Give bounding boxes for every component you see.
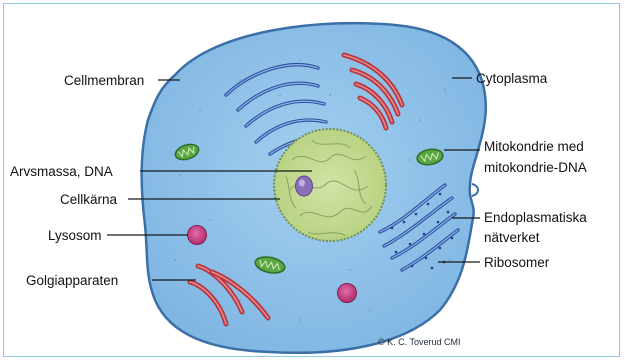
label-cellmembran: Cellmembran: [64, 73, 144, 88]
label-cytoplasma: Cytoplasma: [476, 71, 548, 86]
label-golgi: Golgiapparaten: [26, 273, 118, 288]
membrane-notch: [472, 184, 478, 196]
copyright-text: © K. C. Toverud CMI: [378, 337, 461, 347]
label-ribosomer: Ribosomer: [484, 255, 550, 270]
label-er-line1: Endoplasmatiska: [484, 210, 587, 225]
lysosome-bottom: [338, 284, 357, 303]
lysosome-left: [188, 226, 207, 245]
label-lysosom: Lysosom: [48, 228, 102, 243]
label-mitokondrie-line2: mitokondrie-DNA: [484, 160, 587, 175]
nucleus: [274, 129, 386, 241]
label-cellkarna: Cellkärna: [60, 192, 118, 207]
label-er-line2: nätverket: [484, 230, 540, 245]
label-mitokondrie-line1: Mitokondrie med: [484, 139, 584, 154]
nucleolus: [296, 176, 313, 196]
label-arvsmassa: Arvsmassa, DNA: [10, 164, 113, 179]
